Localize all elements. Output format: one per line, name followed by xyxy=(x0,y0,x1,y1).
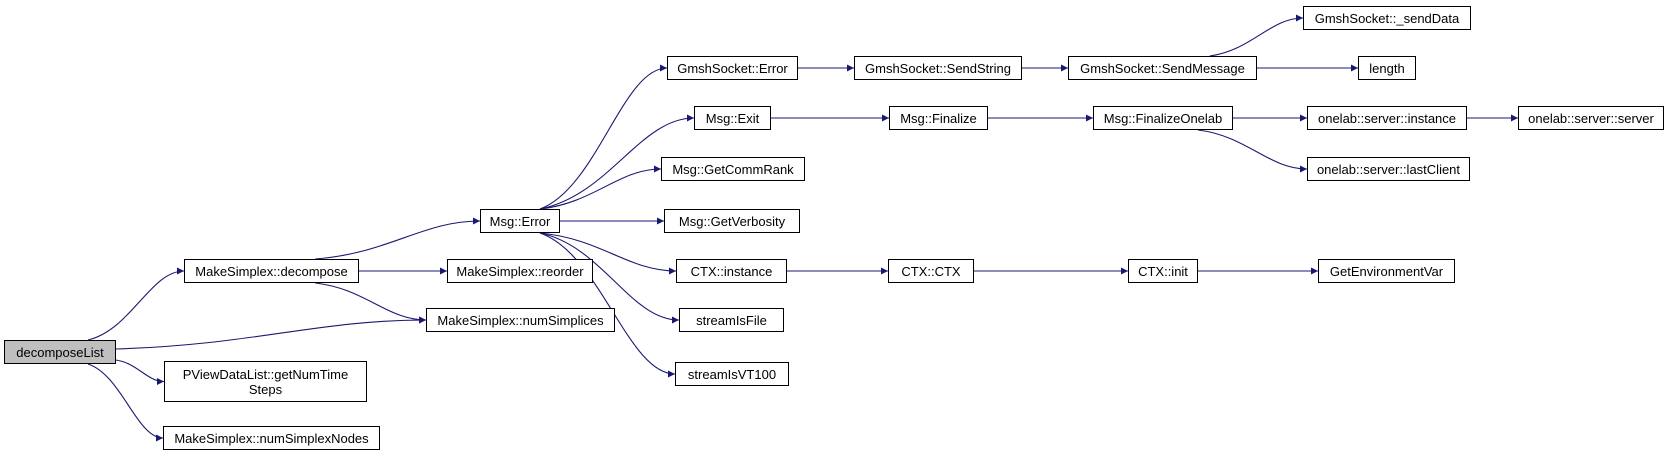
node-ctx-ctx[interactable]: CTX::CTX xyxy=(888,259,974,283)
node-pviewdatalist-getnumtimesteps[interactable]: PViewDataList::getNumTime Steps xyxy=(164,361,367,402)
node-onelab-server-instance[interactable]: onelab::server::instance xyxy=(1307,106,1467,130)
node-decomposeList: decomposeList xyxy=(4,340,116,364)
edge-msg_error-to-ctx_instance xyxy=(539,232,677,275)
node-makesimplex-numsimplices[interactable]: MakeSimplex::numSimplices xyxy=(426,308,615,332)
node-msg-error[interactable]: Msg::Error xyxy=(480,209,560,233)
edge-msg_error-to-streamIsVT100 xyxy=(539,232,676,378)
edge-decomposeList-to-pview_getNumTimeSteps xyxy=(115,359,165,385)
node-gmshsocket-senddata[interactable]: GmshSocket::_sendData xyxy=(1303,6,1471,30)
node-gmshsocket-error[interactable]: GmshSocket::Error xyxy=(667,56,798,80)
node-makesimplex-decompose[interactable]: MakeSimplex::decompose xyxy=(184,259,359,283)
edge-msg_error-to-gs_error xyxy=(539,64,668,210)
edge-msg_error-to-msg_exit xyxy=(539,114,695,210)
edge-msg_error-to-streamIsFile xyxy=(539,232,680,324)
node-msg-exit[interactable]: Msg::Exit xyxy=(694,106,771,130)
node-streamisfile[interactable]: streamIsFile xyxy=(679,308,784,332)
node-msg-getverbosity[interactable]: Msg::GetVerbosity xyxy=(664,209,800,233)
edge-decomposeList-to-mk_decompose xyxy=(87,267,185,341)
node-gmshsocket-sendstring[interactable]: GmshSocket::SendString xyxy=(854,56,1022,80)
node-msg-finalizeonelab[interactable]: Msg::FinalizeOnelab xyxy=(1093,106,1233,130)
edge-msg_finalizeOnelab-to-ol_lastClient xyxy=(1197,129,1308,173)
node-onelab-server-server[interactable]: onelab::server::server xyxy=(1518,106,1664,130)
node-msg-finalize[interactable]: Msg::Finalize xyxy=(889,106,988,130)
node-streamisvt100[interactable]: streamIsVT100 xyxy=(675,362,789,386)
edge-mk_decompose-to-msg_error xyxy=(315,217,481,260)
edge-gs_sendMessage-to-gs_sendData xyxy=(1209,14,1304,57)
node-length[interactable]: length xyxy=(1358,56,1416,80)
edge-msg_error-to-msg_getCommRank xyxy=(539,165,662,210)
node-onelab-server-lastclient[interactable]: onelab::server::lastClient xyxy=(1307,157,1470,181)
node-gmshsocket-sendmessage[interactable]: GmshSocket::SendMessage xyxy=(1068,56,1257,80)
edge-decomposeList-to-mk_numSimplexNodes xyxy=(87,363,164,442)
node-msg-getcommrank[interactable]: Msg::GetCommRank xyxy=(661,157,805,181)
node-makesimplex-numsimplexnodes[interactable]: MakeSimplex::numSimplexNodes xyxy=(163,426,380,450)
node-ctx-instance[interactable]: CTX::instance xyxy=(676,259,787,283)
node-makesimplex-reorder[interactable]: MakeSimplex::reorder xyxy=(447,259,593,283)
node-ctx-init[interactable]: CTX::init xyxy=(1128,259,1198,283)
node-getenvironmentvar[interactable]: GetEnvironmentVar xyxy=(1318,259,1455,283)
edge-decomposeList-to-mk_numSimplices xyxy=(115,316,427,350)
edge-mk_decompose-to-mk_numSimplices xyxy=(315,282,427,324)
